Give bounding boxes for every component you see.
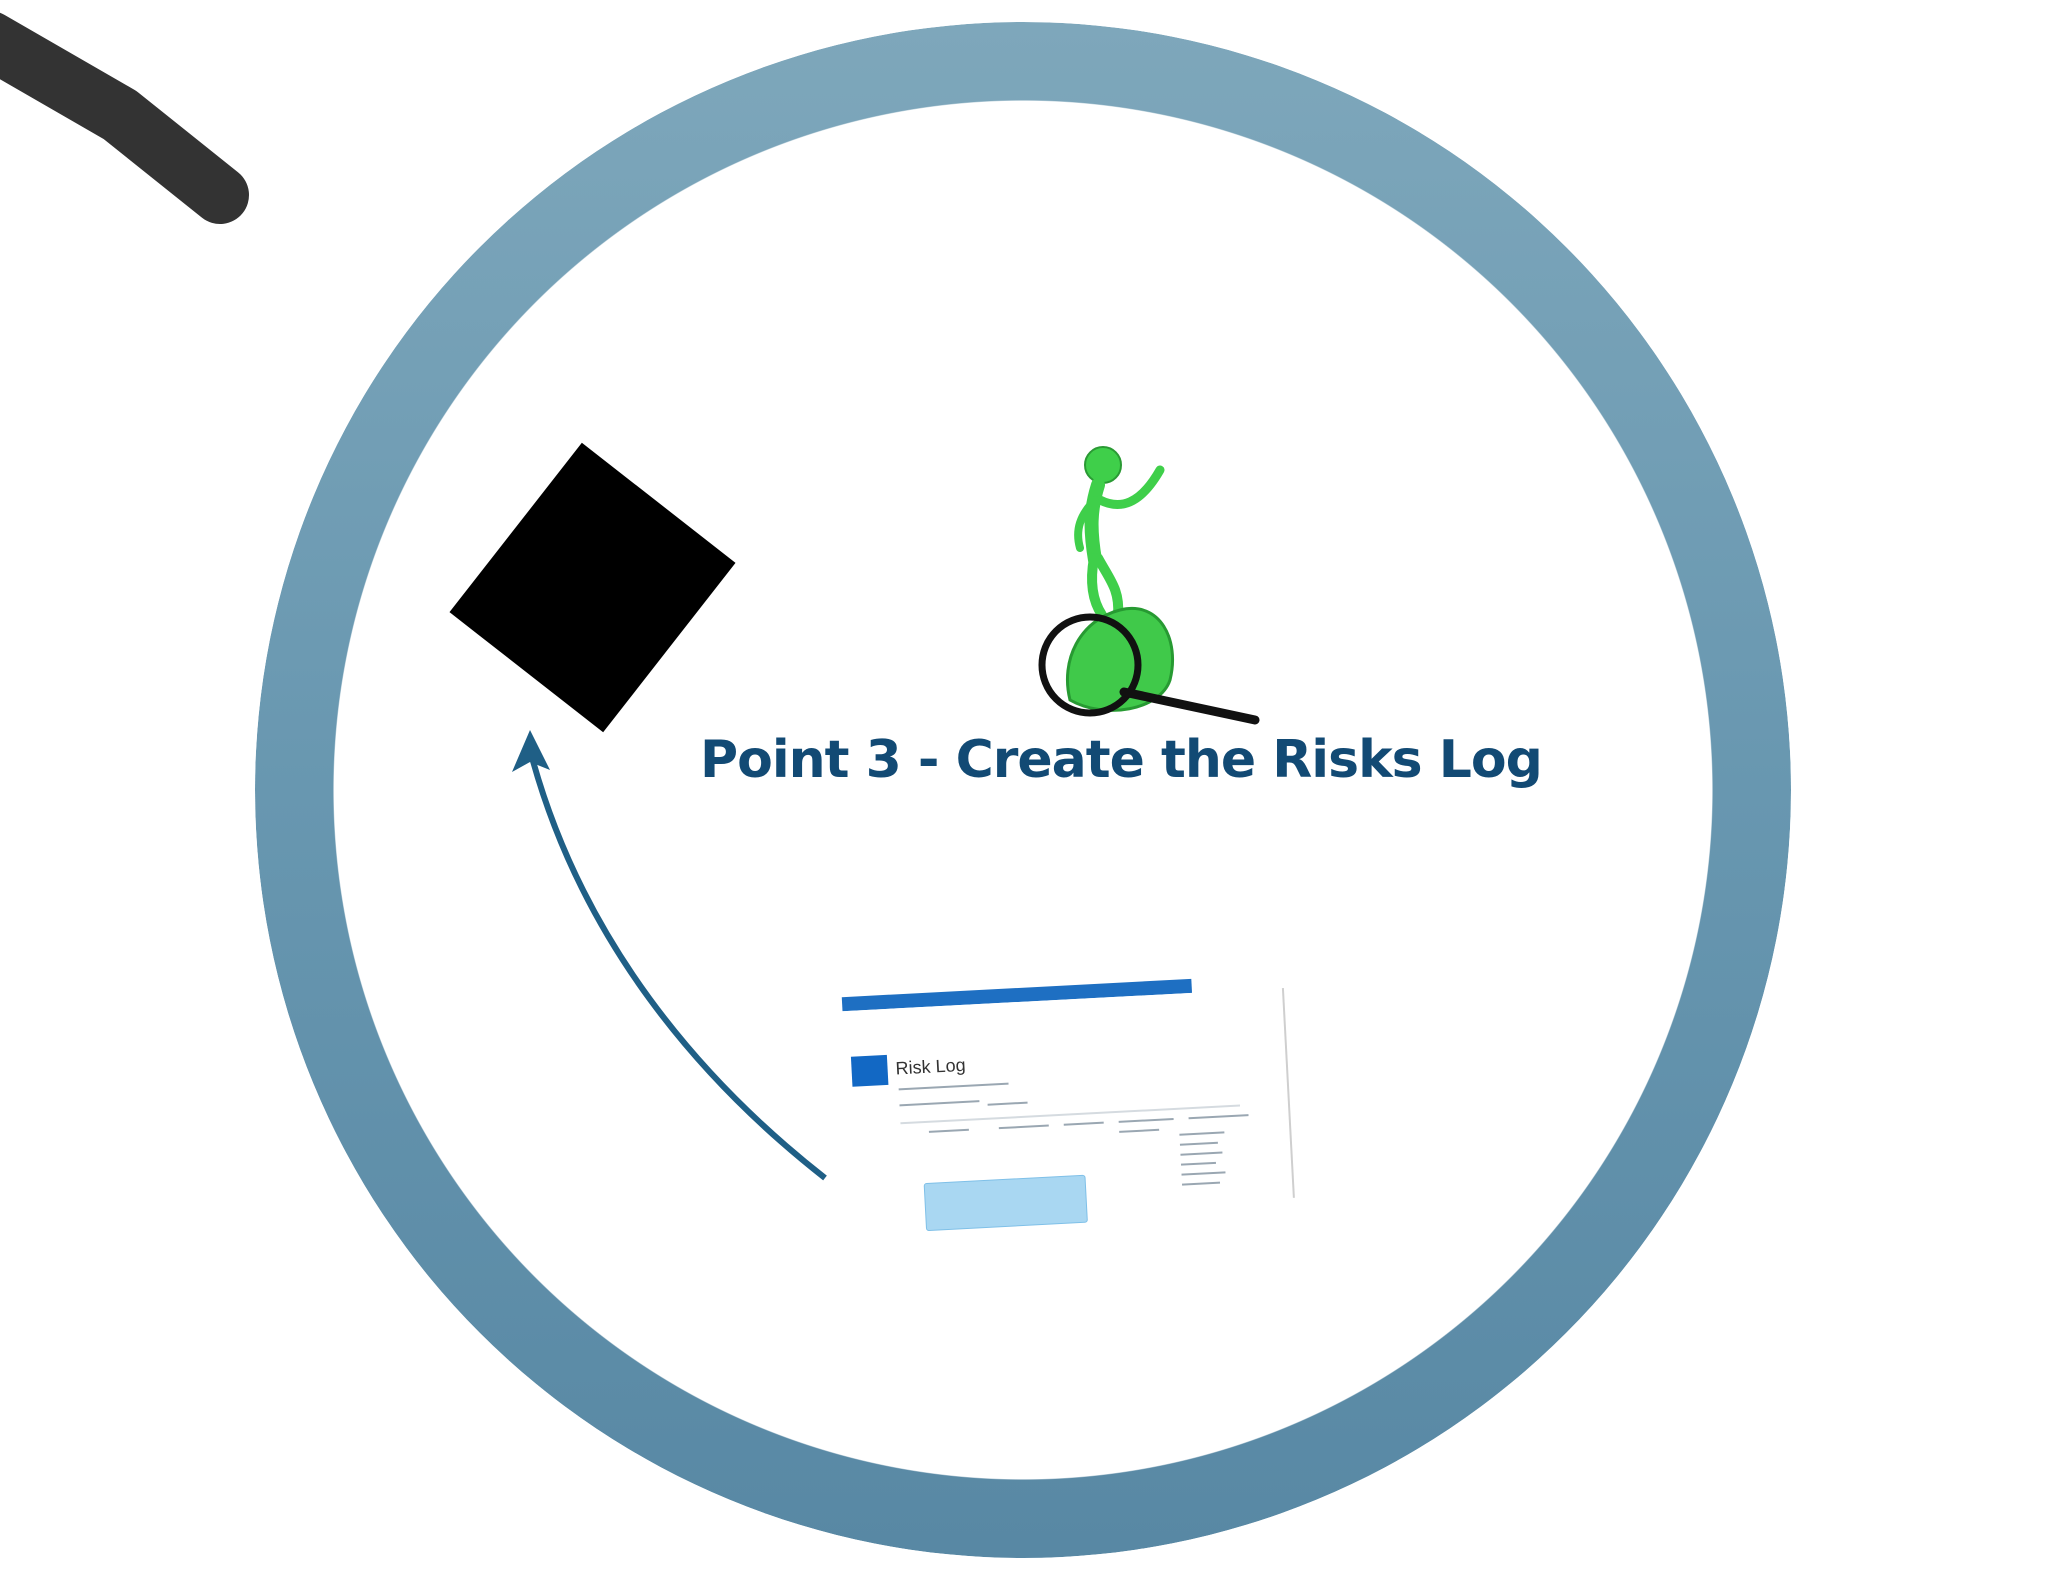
thumb-text-line bbox=[1180, 1151, 1223, 1156]
thumb-page-heading: Risk Log bbox=[895, 1054, 967, 1079]
slide-title: Point 3 - Create the Risks Log bbox=[700, 730, 1543, 790]
thumb-info-callout bbox=[923, 1174, 1088, 1232]
thumb-text-line bbox=[1179, 1141, 1218, 1146]
thumb-text-line bbox=[1063, 1121, 1104, 1126]
green-figure-magnifier-icon bbox=[1038, 446, 1260, 725]
curved-arrow-icon bbox=[512, 730, 827, 1181]
thumb-text-line bbox=[998, 1124, 1049, 1130]
thumb-text-line bbox=[1118, 1118, 1174, 1123]
risk-log-screenshot: Risk Log bbox=[841, 963, 1315, 1257]
thumb-text-line bbox=[1119, 1128, 1160, 1133]
thumb-text-line bbox=[1181, 1181, 1221, 1186]
thumb-text-line bbox=[1188, 1114, 1249, 1120]
corner-stroke-shape bbox=[0, 13, 249, 224]
thumb-divider bbox=[900, 1104, 1241, 1125]
thumb-text-line bbox=[928, 1128, 969, 1133]
site-logo-icon bbox=[850, 1054, 889, 1087]
thumb-text-line bbox=[1180, 1161, 1217, 1166]
thumb-text-line bbox=[987, 1101, 1028, 1106]
thumb-text-line bbox=[1179, 1131, 1225, 1136]
ring-frame bbox=[255, 22, 1791, 1558]
thumb-text-line bbox=[1181, 1171, 1226, 1176]
thumb-text-line bbox=[899, 1100, 980, 1107]
thumb-text-line bbox=[898, 1082, 1009, 1091]
